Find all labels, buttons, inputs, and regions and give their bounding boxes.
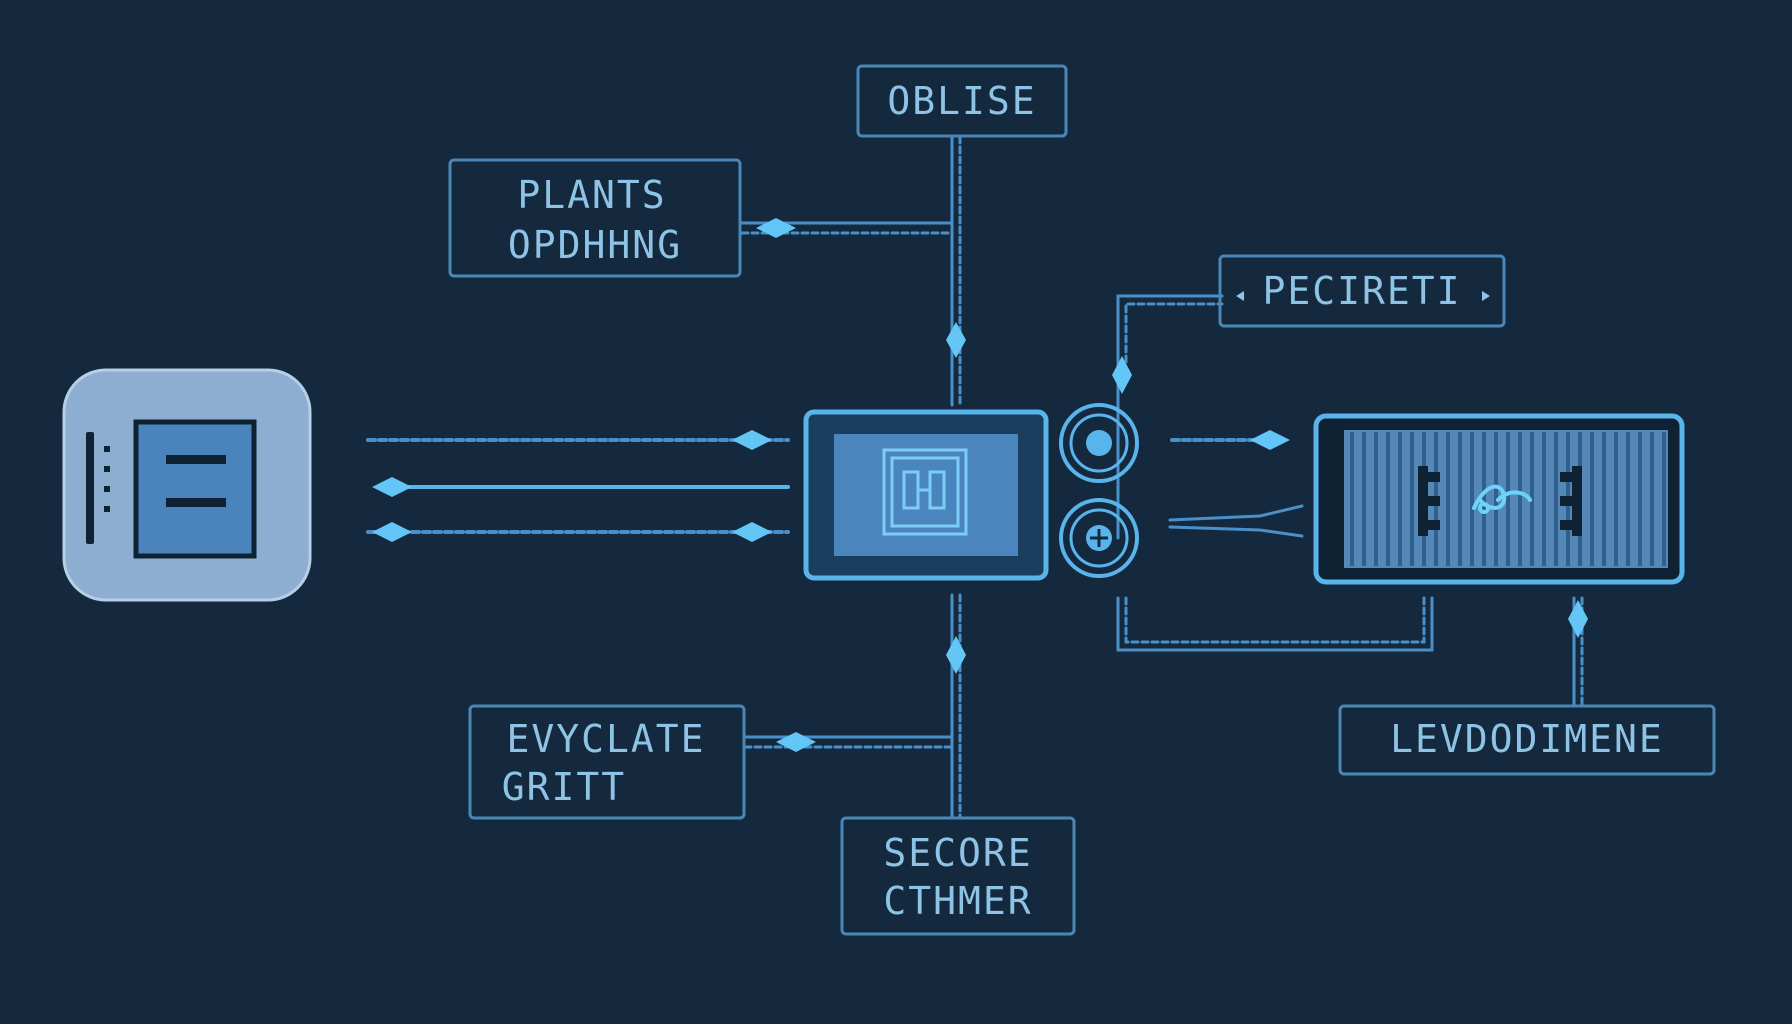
rack-stripe <box>1350 432 1354 566</box>
signal-glyph-icon <box>1472 484 1532 514</box>
rack-stripe <box>1398 432 1402 566</box>
node-top-trunk <box>946 322 966 358</box>
rack-right-bracket <box>1560 466 1582 536</box>
node-rack-link <box>1250 430 1290 450</box>
central-unit <box>803 409 1049 581</box>
node-link-top <box>732 430 772 450</box>
port-bottom[interactable] <box>1059 498 1139 578</box>
label-lower-right-box[interactable]: LEVDODIMENE <box>1338 704 1716 776</box>
rack-stripe <box>1410 432 1414 566</box>
device-screen-bar-bottom <box>166 498 226 507</box>
node-lower-left-branch <box>776 732 816 752</box>
rack-stripe <box>1494 432 1498 566</box>
label-lower-left-box[interactable]: EVYCLATE GRITT <box>468 704 746 820</box>
rack-link-lines <box>1168 438 1304 538</box>
node-bottom-trunk <box>946 636 966 674</box>
label-lower-left-line1: EVYCLATE <box>506 717 705 761</box>
label-bottom-line2: CTHMER <box>883 879 1032 923</box>
port-top[interactable] <box>1059 403 1139 483</box>
rack-stripe <box>1650 432 1654 566</box>
rack-stripe <box>1446 432 1450 566</box>
node-link-bottom-left <box>372 522 412 542</box>
node-link-middle <box>372 477 412 497</box>
upper-right-elbow-line <box>1116 294 1224 540</box>
trunk-bottom-line <box>950 593 962 820</box>
rack-stripe <box>1590 432 1594 566</box>
rack-stripe <box>1374 432 1378 566</box>
junction-nodes <box>372 218 1588 752</box>
rack-left-bracket <box>1418 466 1440 536</box>
monitor-unit-icon <box>882 448 968 536</box>
node-upper-left-branch <box>756 218 796 238</box>
rack-stripe <box>1518 432 1522 566</box>
rack-stripe <box>1614 432 1618 566</box>
connector-port-icon <box>1086 430 1112 456</box>
rack-stripe <box>1542 432 1546 566</box>
rack-stripe <box>1554 432 1558 566</box>
label-lower-left-line2: GRITT <box>502 765 626 809</box>
rack-stripe <box>1506 432 1510 566</box>
rack-stripe <box>1638 432 1642 566</box>
label-top-box[interactable]: OBLISE <box>856 64 1068 138</box>
lower-left-branch-line <box>743 735 954 749</box>
device-screen-bar-top <box>166 455 226 464</box>
central-unit-screen <box>834 434 1018 556</box>
rack-stripe <box>1458 432 1462 566</box>
rack-stripe <box>1386 432 1390 566</box>
device-dots <box>104 446 110 512</box>
rack-stripe <box>1662 432 1666 566</box>
label-lower-right-text: LEVDODIMENE <box>1390 717 1664 761</box>
right-rack-unit <box>1313 413 1685 585</box>
rack-stripe <box>1482 432 1486 566</box>
tablet-device-icon <box>133 419 257 559</box>
label-bottom-box[interactable]: SECORE CTHMER <box>840 816 1076 936</box>
plus-port-icon <box>1086 525 1112 551</box>
label-top-text: OBLISE <box>887 79 1036 123</box>
rack-stripe <box>1362 432 1366 566</box>
label-upper-left-box[interactable]: PLANTS OPDHHNG <box>448 158 742 278</box>
node-link-bottom-right <box>732 522 772 542</box>
label-upper-right-box[interactable]: PECIRETI <box>1218 254 1506 328</box>
bottom-bracket-line <box>1116 596 1434 652</box>
label-bottom-line1: SECORE <box>883 831 1032 875</box>
rack-stripe <box>1626 432 1630 566</box>
rack-stripe <box>1530 432 1534 566</box>
label-upper-left-line1: PLANTS <box>517 173 666 217</box>
device-side-bar <box>86 432 94 544</box>
label-upper-right-text: PECIRETI <box>1262 269 1461 313</box>
trunk-top-line <box>950 135 962 407</box>
node-rack-down <box>1568 600 1588 638</box>
device-link-lines <box>366 438 790 534</box>
left-device <box>62 368 312 602</box>
label-upper-left-line2: OPDHHNG <box>508 223 682 267</box>
node-upper-right-elbow <box>1112 356 1132 394</box>
rack-stripe <box>1602 432 1606 566</box>
rack-stripe <box>1470 432 1474 566</box>
